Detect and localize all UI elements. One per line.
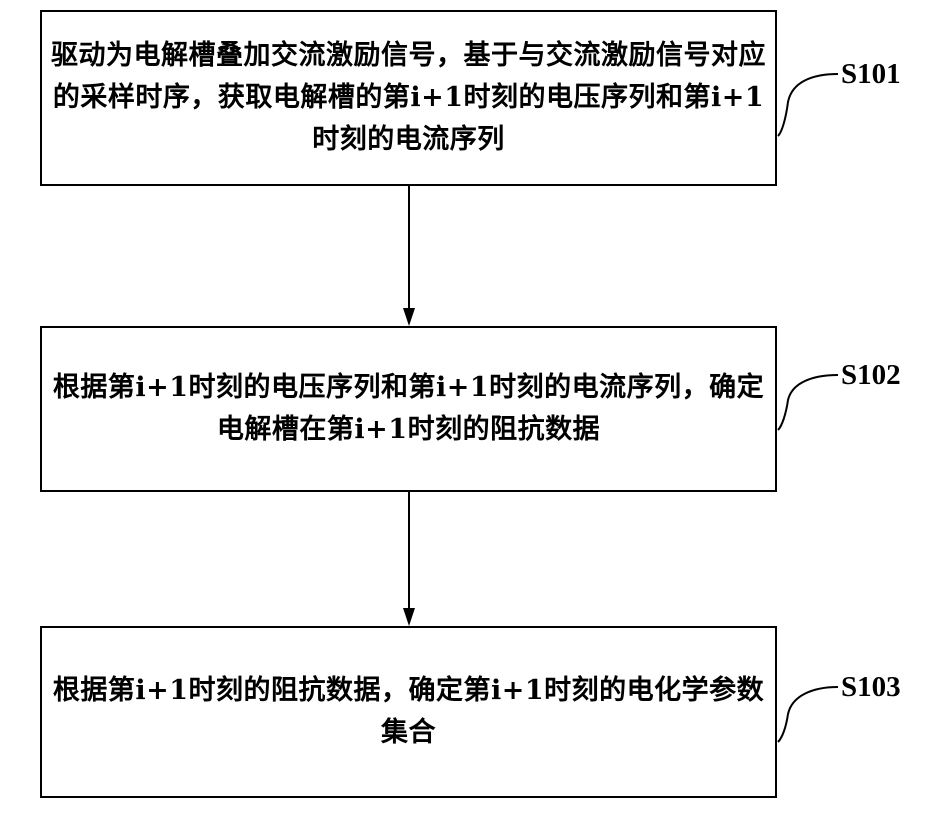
arrowhead-s103 <box>403 608 415 626</box>
leader-line-s101 <box>778 74 838 136</box>
leader-line-s102 <box>778 375 838 430</box>
step-box-s103: 根据第i+1时刻的阻抗数据，确定第i+1时刻的电化学参数集合 <box>40 626 777 798</box>
step-text-s103: 根据第i+1时刻的阻抗数据，确定第i+1时刻的电化学参数集合 <box>42 670 775 754</box>
leader-line-s103 <box>778 687 838 742</box>
step-label-s103: S103 <box>841 671 901 704</box>
step-text-s101: 驱动为电解槽叠加交流激励信号，基于与交流激励信号对应的采样时序，获取电解槽的第i… <box>42 35 775 161</box>
step-box-s101: 驱动为电解槽叠加交流激励信号，基于与交流激励信号对应的采样时序，获取电解槽的第i… <box>40 10 777 186</box>
step-label-s102: S102 <box>841 359 901 392</box>
step-box-s102: 根据第i+1时刻的电压序列和第i+1时刻的电流序列，确定电解槽在第i+1时刻的阻… <box>40 326 777 492</box>
arrowhead-s102 <box>403 308 415 326</box>
step-label-s101: S101 <box>841 58 901 91</box>
step-text-s102: 根据第i+1时刻的电压序列和第i+1时刻的电流序列，确定电解槽在第i+1时刻的阻… <box>42 367 775 451</box>
